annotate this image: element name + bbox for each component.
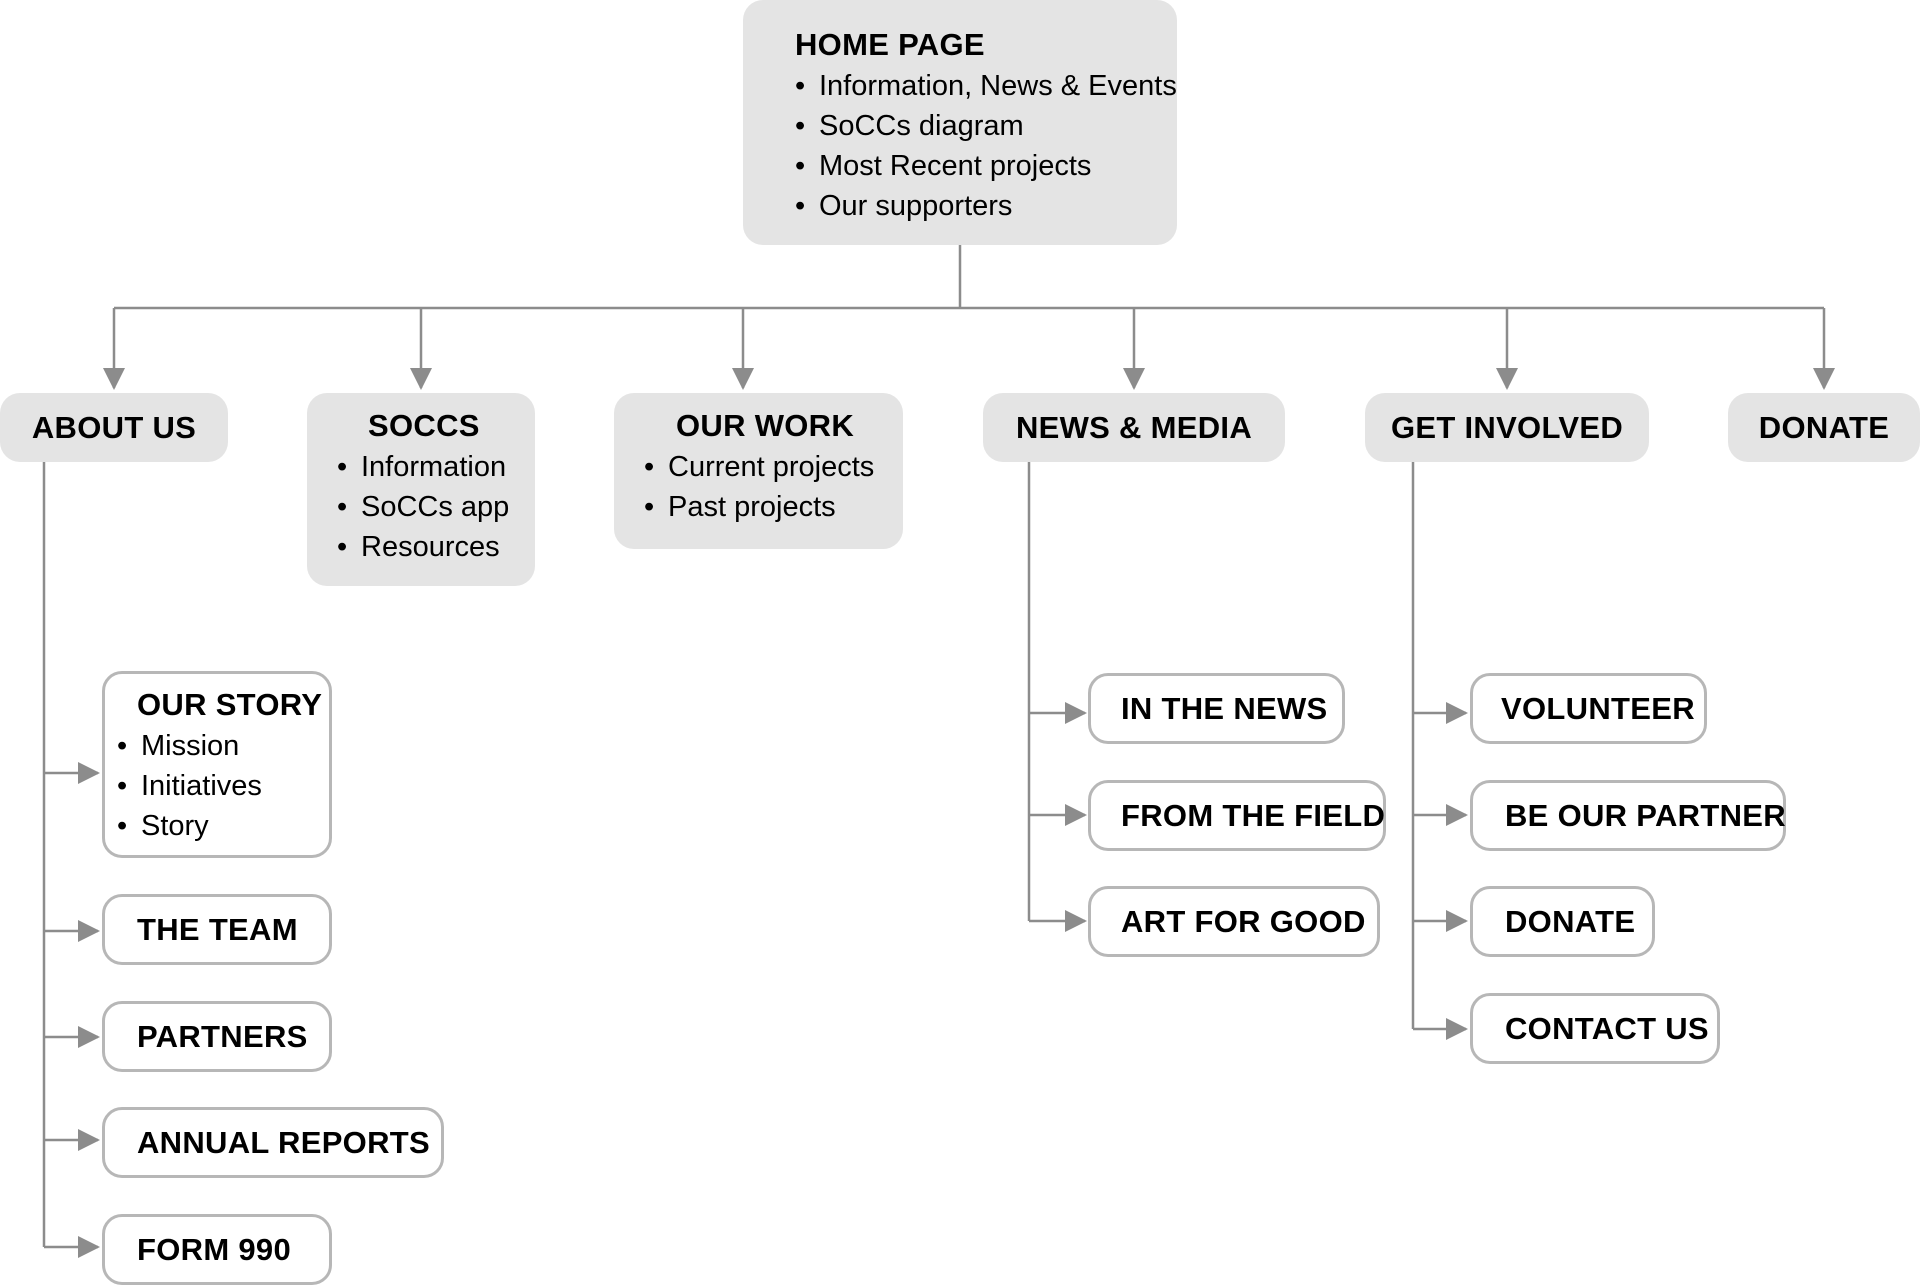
page-be-our-partner-title: BE OUR PARTNER (1505, 797, 1786, 833)
our-story-item: Mission (117, 726, 329, 766)
soccs-item: Information (337, 447, 535, 487)
our-work-item: Past projects (644, 487, 903, 527)
section-get-involved-title: GET INVOLVED (1390, 409, 1624, 445)
section-our-work-items: Current projects Past projects (644, 447, 903, 527)
section-about-us[interactable]: ABOUT US (0, 393, 228, 462)
page-form-990-title: FORM 990 (137, 1231, 291, 1267)
page-annual-reports-title: ANNUAL REPORTS (137, 1124, 430, 1160)
page-from-the-field-title: FROM THE FIELD (1121, 797, 1386, 833)
page-volunteer[interactable]: VOLUNTEER (1470, 673, 1707, 744)
page-partners-title: PARTNERS (137, 1018, 308, 1054)
page-art-for-good[interactable]: ART FOR GOOD (1088, 886, 1380, 957)
page-our-story[interactable]: OUR STORY Mission Initiatives Story (102, 671, 332, 858)
our-work-item: Current projects (644, 447, 903, 487)
page-contact-us-title: CONTACT US (1505, 1010, 1709, 1046)
section-soccs-items: Information SoCCs app Resources (337, 447, 535, 567)
home-item: Most Recent projects (795, 146, 1177, 186)
home-page-box[interactable]: HOME PAGE Information, News & Events SoC… (743, 0, 1177, 245)
home-item: SoCCs diagram (795, 106, 1177, 146)
section-news-media[interactable]: NEWS & MEDIA (983, 393, 1285, 462)
page-donate-title: DONATE (1505, 903, 1636, 939)
section-our-work-title: OUR WORK (676, 408, 855, 443)
page-partners[interactable]: PARTNERS (102, 1001, 332, 1072)
home-page-items: Information, News & Events SoCCs diagram… (795, 66, 1177, 226)
home-item: Our supporters (795, 186, 1177, 226)
soccs-item: SoCCs app (337, 487, 535, 527)
home-page-title: HOME PAGE (795, 27, 985, 62)
section-news-media-title: NEWS & MEDIA (1015, 409, 1253, 445)
home-item: Information, News & Events (795, 66, 1177, 106)
page-contact-us[interactable]: CONTACT US (1470, 993, 1720, 1064)
section-donate-title: DONATE (1758, 409, 1890, 445)
page-the-team-title: THE TEAM (137, 911, 298, 947)
page-in-the-news-title: IN THE NEWS (1121, 690, 1328, 726)
page-our-story-items: Mission Initiatives Story (117, 726, 329, 846)
page-volunteer-title: VOLUNTEER (1501, 690, 1695, 726)
soccs-item: Resources (337, 527, 535, 567)
page-the-team[interactable]: THE TEAM (102, 894, 332, 965)
page-be-our-partner[interactable]: BE OUR PARTNER (1470, 780, 1786, 851)
page-our-story-title: OUR STORY (137, 687, 323, 722)
section-our-work[interactable]: OUR WORK Current projects Past projects (614, 393, 903, 549)
section-about-us-title: ABOUT US (31, 409, 197, 445)
section-donate[interactable]: DONATE (1728, 393, 1920, 462)
page-from-the-field[interactable]: FROM THE FIELD (1088, 780, 1386, 851)
page-art-for-good-title: ART FOR GOOD (1121, 903, 1366, 939)
section-soccs[interactable]: SOCCS Information SoCCs app Resources (307, 393, 535, 586)
section-soccs-title: SOCCS (368, 408, 480, 443)
page-form-990[interactable]: FORM 990 (102, 1214, 332, 1285)
our-story-item: Story (117, 806, 329, 846)
our-story-item: Initiatives (117, 766, 329, 806)
page-donate[interactable]: DONATE (1470, 886, 1655, 957)
page-in-the-news[interactable]: IN THE NEWS (1088, 673, 1345, 744)
page-annual-reports[interactable]: ANNUAL REPORTS (102, 1107, 444, 1178)
section-get-involved[interactable]: GET INVOLVED (1365, 393, 1649, 462)
